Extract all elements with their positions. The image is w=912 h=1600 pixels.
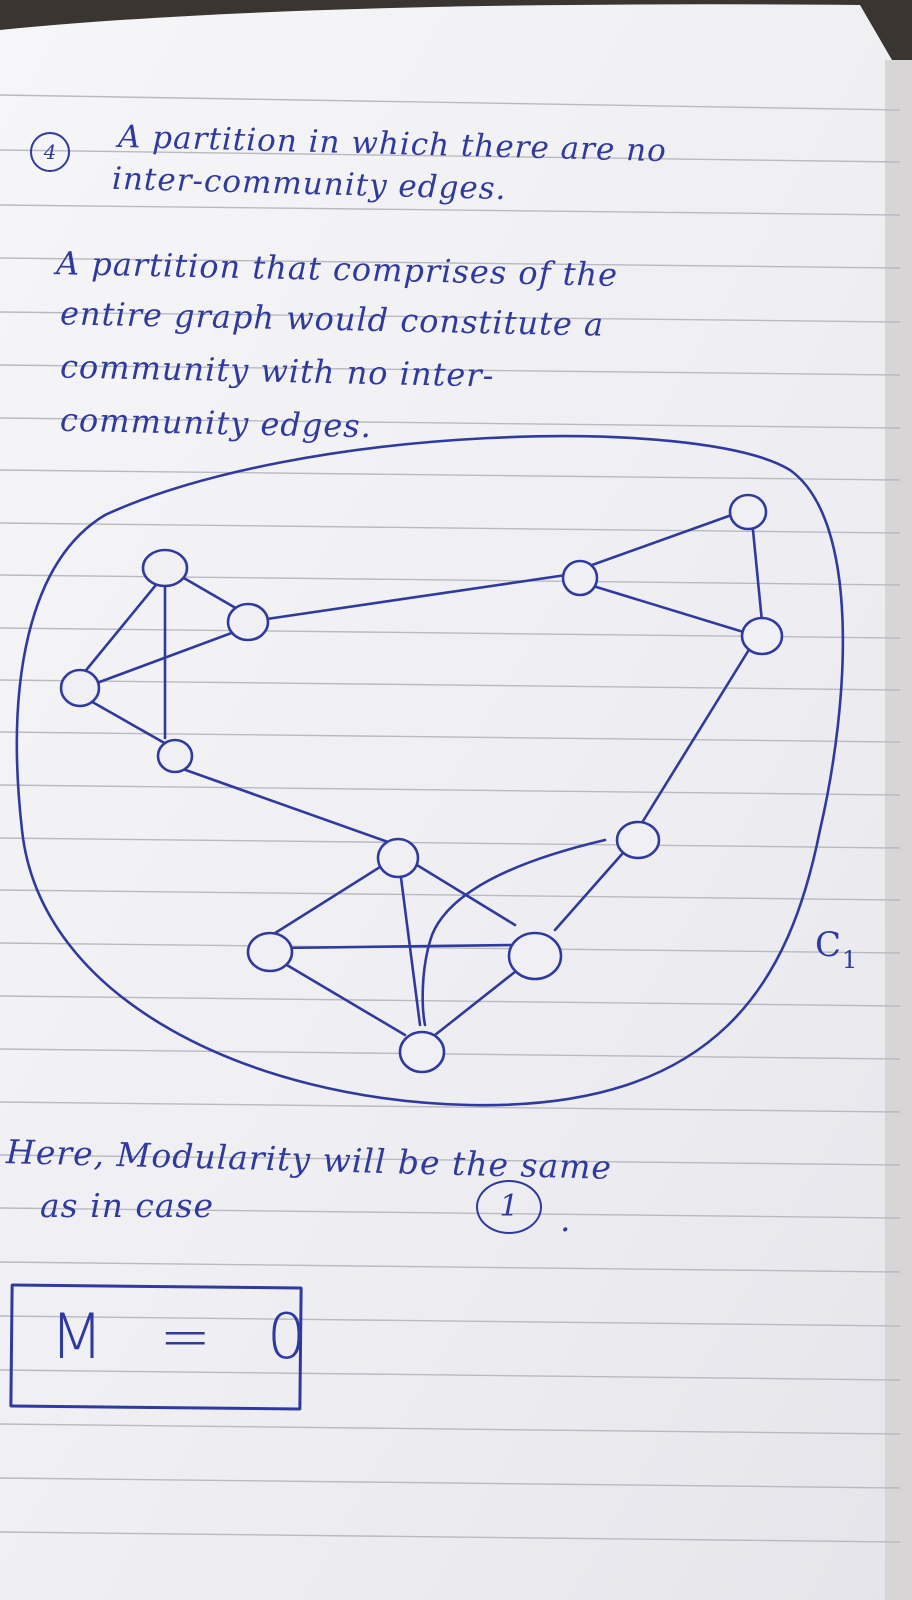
community-boundary <box>15 434 845 1107</box>
node <box>507 931 563 981</box>
node <box>728 493 768 531</box>
graph-nodes <box>59 493 784 1074</box>
node <box>740 616 784 656</box>
node <box>141 548 189 588</box>
community-label: C1 <box>815 925 859 974</box>
question-number-circle: 4 <box>30 132 70 172</box>
case-number-circle: 1 <box>476 1180 542 1234</box>
node <box>615 820 661 860</box>
conclusion-line-2: as in case <box>40 1186 215 1225</box>
node <box>226 602 270 642</box>
conclusion-period: . <box>560 1200 572 1239</box>
node <box>398 1030 446 1074</box>
node <box>561 559 599 597</box>
node <box>376 837 420 879</box>
node <box>156 738 194 774</box>
node <box>59 668 101 708</box>
graph-edges <box>76 510 764 1037</box>
node <box>246 931 294 973</box>
modularity-answer: M = 0 <box>50 1300 325 1373</box>
